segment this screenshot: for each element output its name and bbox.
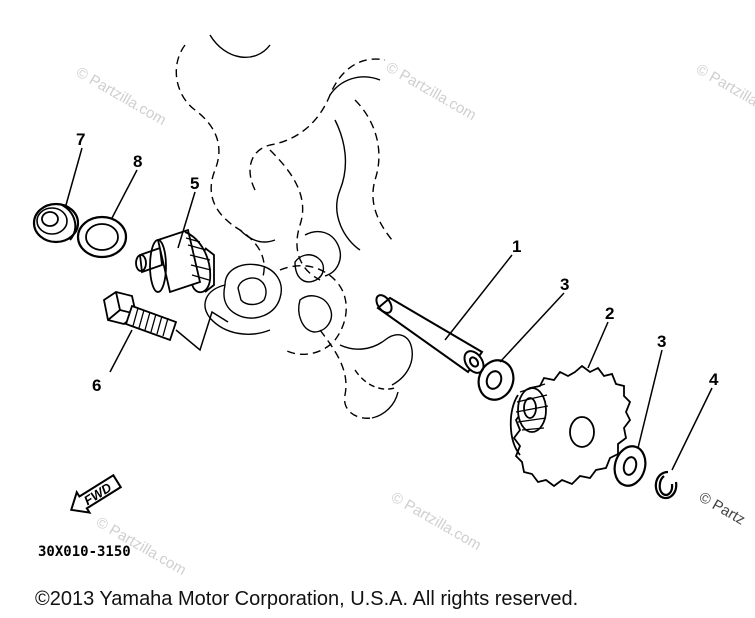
callout-2: 2	[605, 304, 614, 323]
watermark: © Partzilla.com	[388, 489, 484, 554]
crankcase-outline	[175, 34, 413, 419]
watermark-partial: © Partz	[696, 489, 748, 529]
assembly-line	[175, 310, 229, 352]
part-8-washer	[76, 215, 128, 259]
part-3-washer-left	[477, 359, 515, 401]
callout-labels: 7 8 5 6 1 3 2 3 4	[76, 130, 719, 395]
part-4-circlip	[654, 470, 678, 500]
callout-6: 6	[92, 376, 101, 395]
callout-4: 4	[709, 370, 719, 389]
watermark: © Partzilla.com	[693, 61, 755, 126]
callout-5: 5	[190, 174, 199, 193]
callout-3: 3	[560, 275, 569, 294]
callout-7: 7	[76, 130, 85, 149]
part-5-gear-shaft	[135, 228, 215, 294]
fwd-arrow: FWD	[69, 473, 123, 514]
watermark: © Partzilla.com	[73, 64, 169, 129]
part-6-bolt	[102, 291, 178, 342]
callout-1: 1	[512, 237, 521, 256]
copyright-notice: ©2013 Yamaha Motor Corporation, U.S.A. A…	[35, 588, 579, 610]
callout-3: 3	[657, 332, 666, 351]
part-3-washer-right	[613, 445, 647, 487]
watermark: © Partzilla.com	[383, 59, 479, 124]
part-7-oil-seal	[32, 202, 80, 244]
part-1-shaft	[375, 294, 485, 374]
leader-lines	[65, 147, 713, 471]
diagram-part-code: 30X010-3150	[38, 544, 131, 560]
part-2-sprocket-gear	[509, 364, 632, 488]
callout-8: 8	[133, 152, 142, 171]
